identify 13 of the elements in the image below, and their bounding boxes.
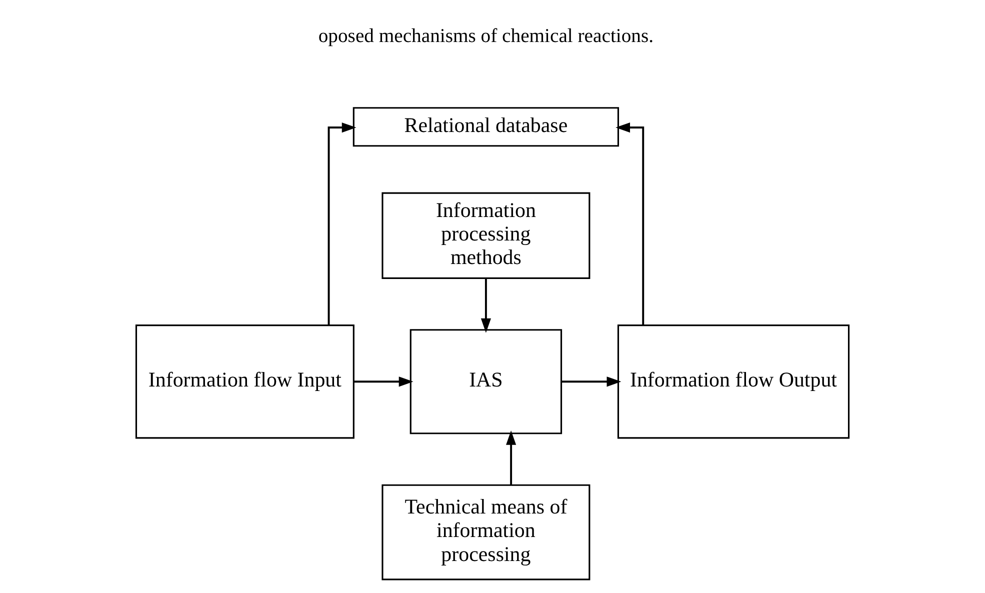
arrow — [562, 376, 622, 387]
node-box: IAS — [410, 329, 562, 434]
arrow — [328, 122, 356, 326]
node-box: Technical means of information processing — [382, 484, 590, 580]
arrow — [506, 430, 516, 486]
arrow — [354, 376, 414, 387]
node-box: Relational database — [352, 107, 620, 147]
arrow — [616, 122, 644, 326]
node-box: Information flow Output — [617, 324, 850, 439]
arrow — [480, 278, 491, 333]
node-box: Information processing methods — [382, 192, 590, 279]
node-box: Information flow Input — [135, 324, 354, 439]
label: oposed mechanisms of chemical reactions. — [318, 24, 654, 47]
